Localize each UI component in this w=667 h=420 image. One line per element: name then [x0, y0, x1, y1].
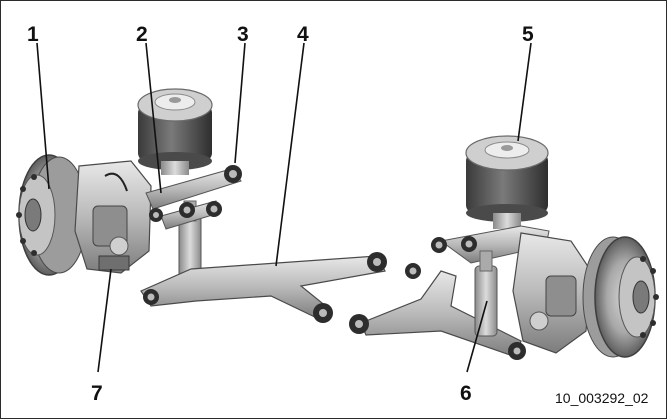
callout-5: 5: [522, 23, 534, 46]
figure-id: 10_003292_02: [555, 390, 649, 406]
right-brake-disc: [582, 236, 659, 358]
left-upper-link: [145, 165, 242, 230]
callout-6: 6: [460, 382, 472, 405]
right-air-spring: [465, 135, 549, 229]
left-air-spring: [137, 88, 213, 175]
leader-line-2: [145, 42, 162, 194]
leader-line-7: [97, 268, 112, 373]
callout-7: 7: [91, 382, 103, 405]
left-brake-disc: [16, 154, 88, 276]
callout-3: 3: [237, 23, 249, 46]
leader-line-6: [466, 300, 488, 373]
left-lower-control-arm: [140, 252, 387, 323]
leader-lines: [36, 42, 532, 373]
leader-line-1: [36, 42, 50, 190]
leader-line-5: [517, 42, 532, 142]
callout-4: 4: [297, 23, 309, 46]
callout-2: 2: [136, 23, 148, 46]
right-lower-control-arm: [349, 270, 526, 360]
leader-line-3: [234, 42, 246, 164]
leader-line-4: [275, 42, 305, 267]
right-shock-absorber: [474, 250, 498, 337]
right-brake-caliper: [512, 232, 592, 354]
left-brake-caliper: [74, 160, 152, 274]
callout-1: 1: [27, 23, 39, 46]
